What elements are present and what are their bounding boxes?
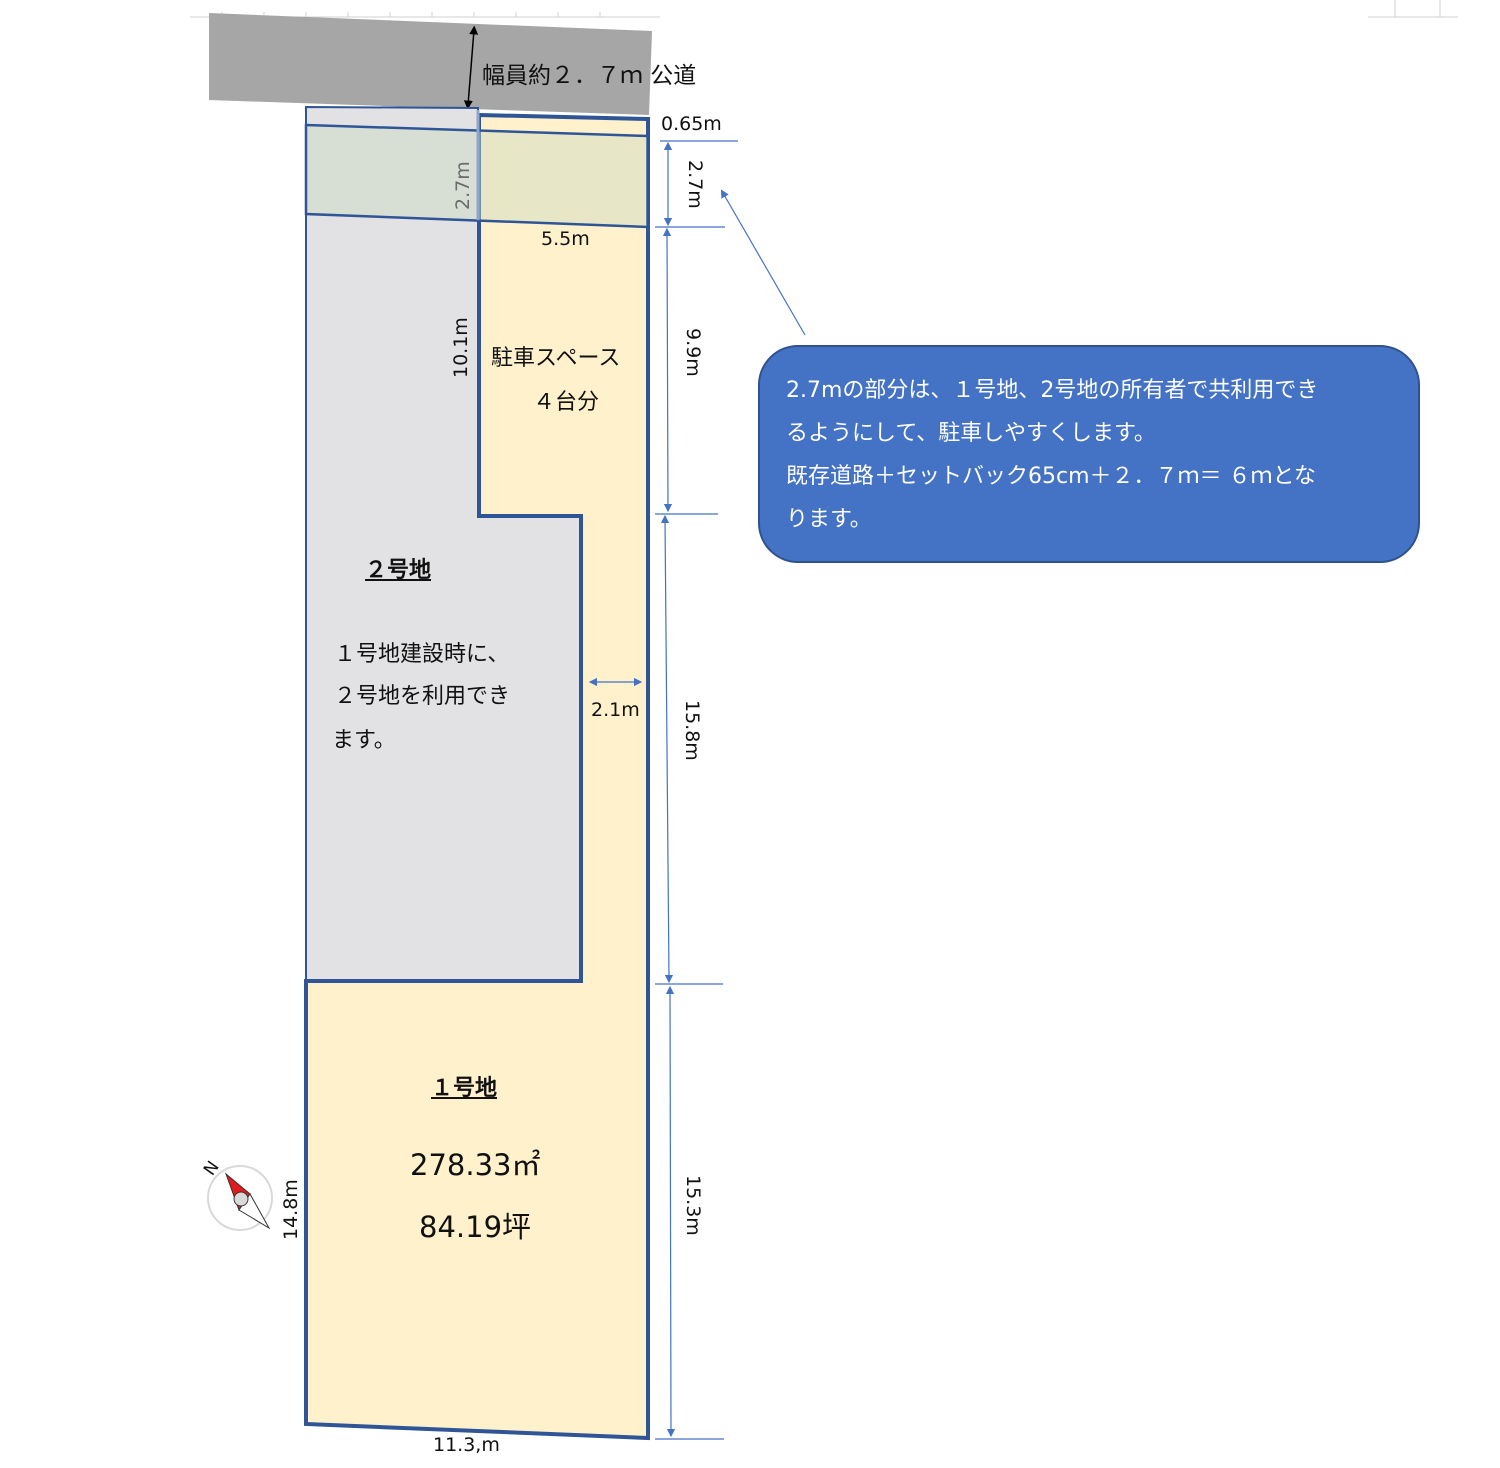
shared-strip-dimension: 2.7m [684, 160, 706, 209]
right-segment-1-dimension: 9.9m [682, 328, 704, 377]
lot-2-note-line-2: ２号地を利用でき [334, 684, 511, 709]
lot-2-note-line-3: ます。 [332, 728, 396, 753]
road-width-arrow [463, 25, 479, 110]
callout-line-2: るようにして、駐車しやすくします。 [786, 421, 1156, 446]
callout-line-4: ります。 [786, 507, 872, 532]
lot-1-area-sqm: 278.33㎡ [410, 1148, 541, 1182]
parking-count-label: ４台分 [533, 390, 600, 415]
shared-strip-inner-dimension: 2.7m [452, 161, 474, 210]
north-compass-icon [207, 1165, 273, 1231]
right-segment-3-dimension: 15.3m [682, 1175, 704, 1236]
corridor-width-dimension: 2.1m [591, 699, 640, 721]
lot-2-note-line-1: １号地建設時に、 [334, 642, 510, 667]
lot-2-title: ２号地 [365, 558, 432, 583]
bottom-width-dimension: 11.3,m [433, 1434, 500, 1456]
shared-strip-callout: 2.7mの部分は、１号地、2号地の所有者で共利用でき るようにして、駐車しやすく… [758, 345, 1420, 563]
road-width-label: 幅員約２．７ｍ 公道 [482, 63, 697, 89]
lot-1-title: １号地 [431, 1076, 498, 1101]
right-dimensions [588, 140, 806, 1440]
lot-1-depth-dimension: 14.8m [280, 1179, 302, 1240]
public-road [209, 13, 652, 115]
lot-1-area-tsubo: 84.19坪 [419, 1210, 532, 1244]
right-segment-2-dimension: 15.8m [681, 700, 703, 761]
callout-line-1: 2.7mの部分は、１号地、2号地の所有者で共利用でき [786, 378, 1319, 403]
setback-dimension: 0.65m [661, 113, 722, 135]
callout-line-3: 既存道路＋セットバック65cm＋２．７ｍ＝ ６ｍとな [786, 464, 1316, 489]
parking-width-dimension: 5.5m [541, 228, 590, 250]
parking-space-label: 駐車スペース [491, 346, 621, 371]
lot-1-area [304, 112, 650, 1441]
ruler-ticks [190, 0, 1458, 18]
parking-depth-dimension: 10.1m [450, 317, 472, 378]
